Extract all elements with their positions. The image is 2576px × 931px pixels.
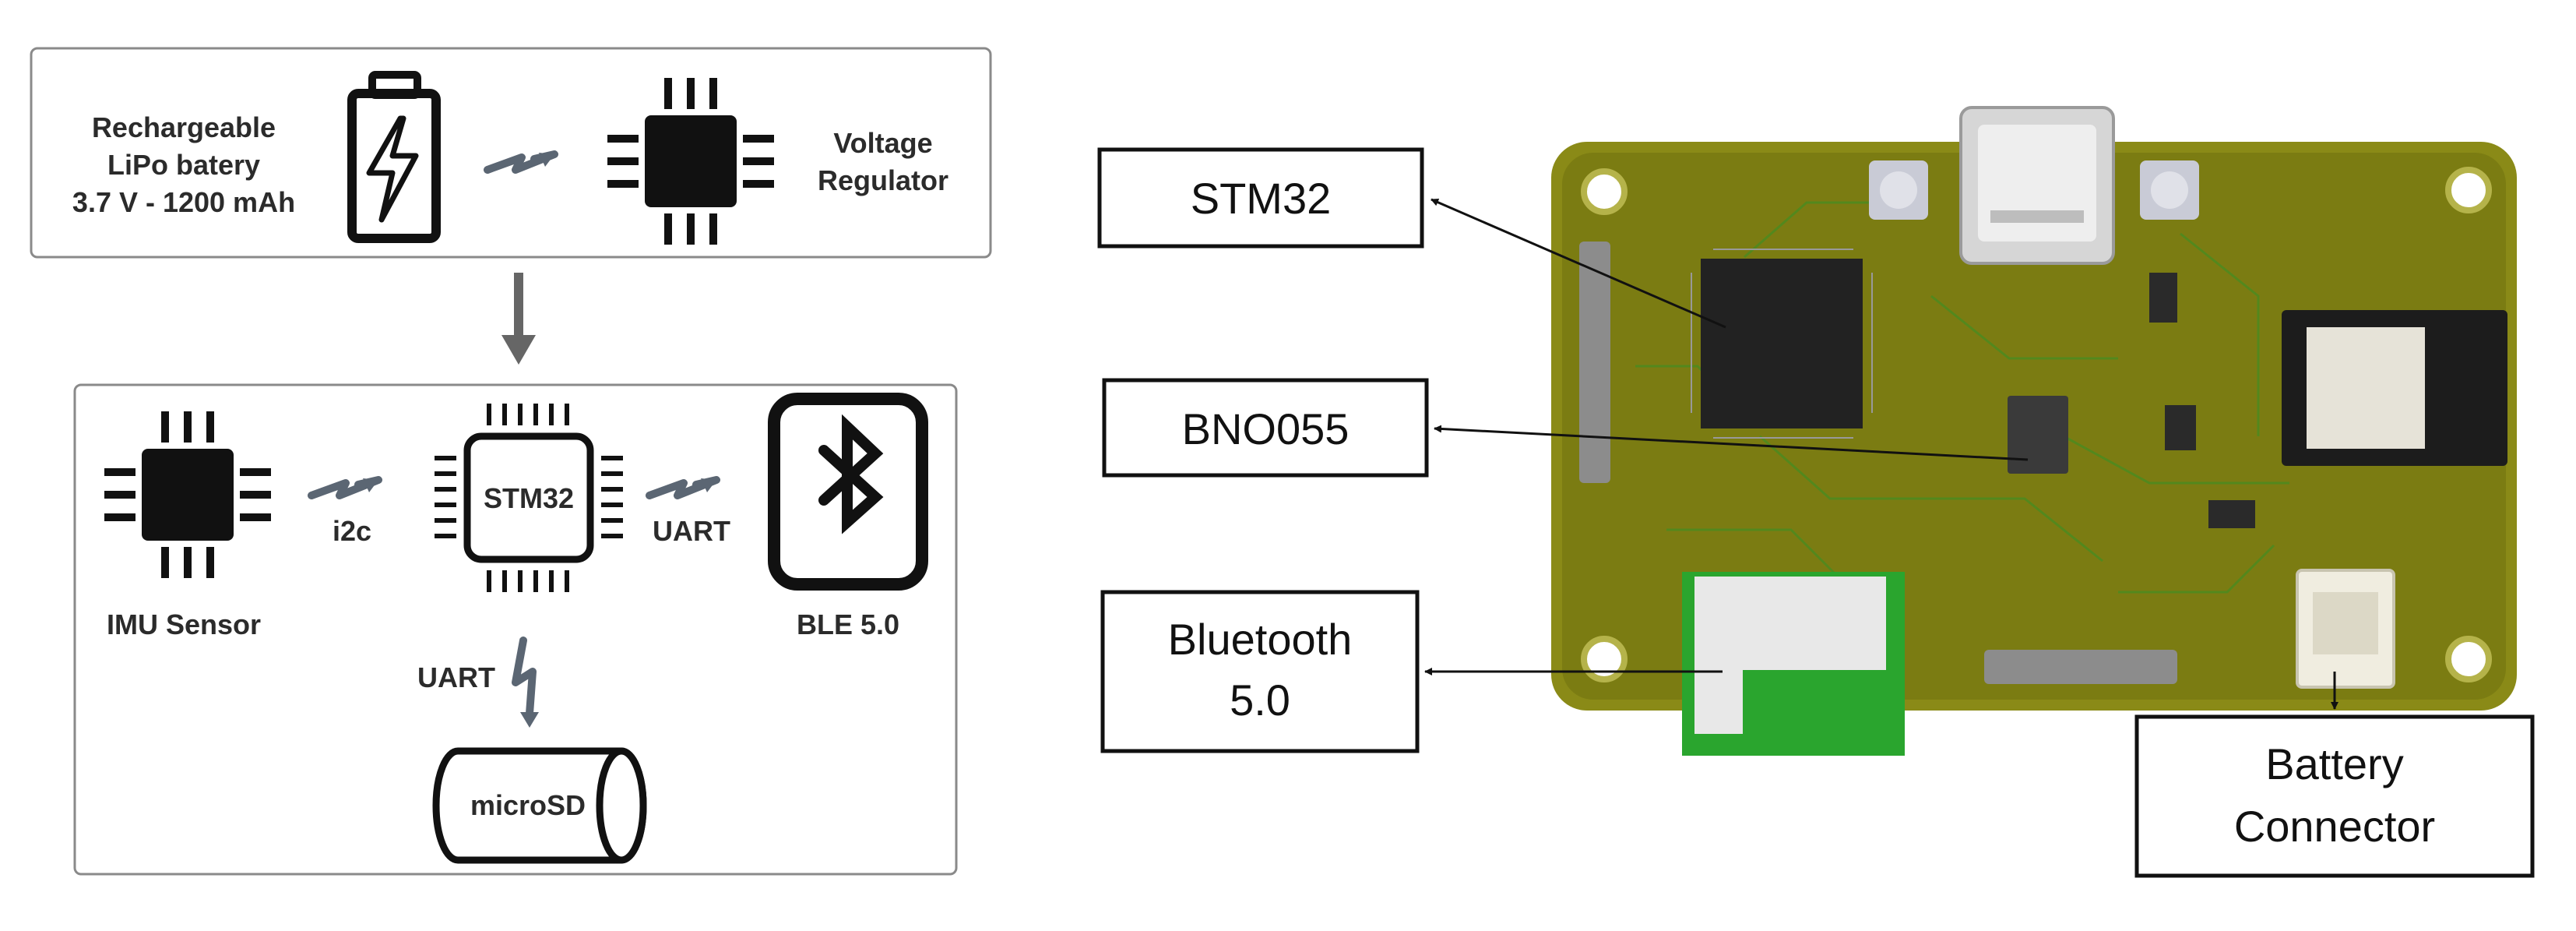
bluetooth-icon bbox=[768, 393, 928, 591]
callout-bluetooth-text-line1: Bluetooth bbox=[1168, 615, 1353, 664]
mcu-label: STM32 bbox=[484, 482, 574, 514]
callout-stm32-text: STM32 bbox=[1191, 174, 1332, 223]
regulator-label-line2: Regulator bbox=[818, 164, 948, 196]
chip-icon bbox=[607, 78, 774, 245]
microsd-label: microSD bbox=[470, 789, 586, 821]
battery-label-line3: 3.7 V - 1200 mAh bbox=[72, 186, 295, 218]
power-panel: Rechargeable LiPo batery 3.7 V - 1200 mA… bbox=[30, 47, 992, 259]
microsd-cylinder-icon bbox=[432, 747, 647, 864]
ble-label: BLE 5.0 bbox=[797, 608, 899, 640]
callout-bno055-text: BNO055 bbox=[1182, 404, 1350, 453]
callout-battery-text-line1: Battery bbox=[2265, 739, 2403, 788]
battery-label-line1: Rechargeable bbox=[92, 111, 276, 143]
bolt-icon bbox=[512, 637, 539, 728]
callout-stm32: STM32 bbox=[1097, 147, 1726, 329]
callout-battery-text-line2: Connector bbox=[2234, 802, 2435, 851]
imu-chip-icon bbox=[104, 411, 271, 578]
i2c-label: i2c bbox=[333, 515, 371, 547]
callout-battery-connector: Battery Connector bbox=[2134, 672, 2535, 878]
arrow-down-icon bbox=[501, 273, 536, 365]
callout-bno055: BNO055 bbox=[1102, 378, 2029, 478]
system-panel: IMU Sensor i2c STM32 UART BLE 5.0 U bbox=[73, 383, 958, 876]
battery-icon bbox=[347, 71, 441, 243]
regulator-label-line1: Voltage bbox=[833, 127, 932, 159]
uart-sd-label: UART bbox=[417, 661, 495, 693]
pcb-board-image bbox=[1551, 106, 2517, 756]
imu-label: IMU Sensor bbox=[107, 608, 261, 640]
callout-bluetooth-text-line2: 5.0 bbox=[1230, 675, 1290, 725]
mcu-chip-icon bbox=[435, 404, 623, 592]
battery-label-line2: LiPo batery bbox=[107, 149, 260, 181]
uart-ble-label: UART bbox=[653, 515, 730, 547]
callout-bluetooth: Bluetooth 5.0 bbox=[1100, 590, 1723, 753]
